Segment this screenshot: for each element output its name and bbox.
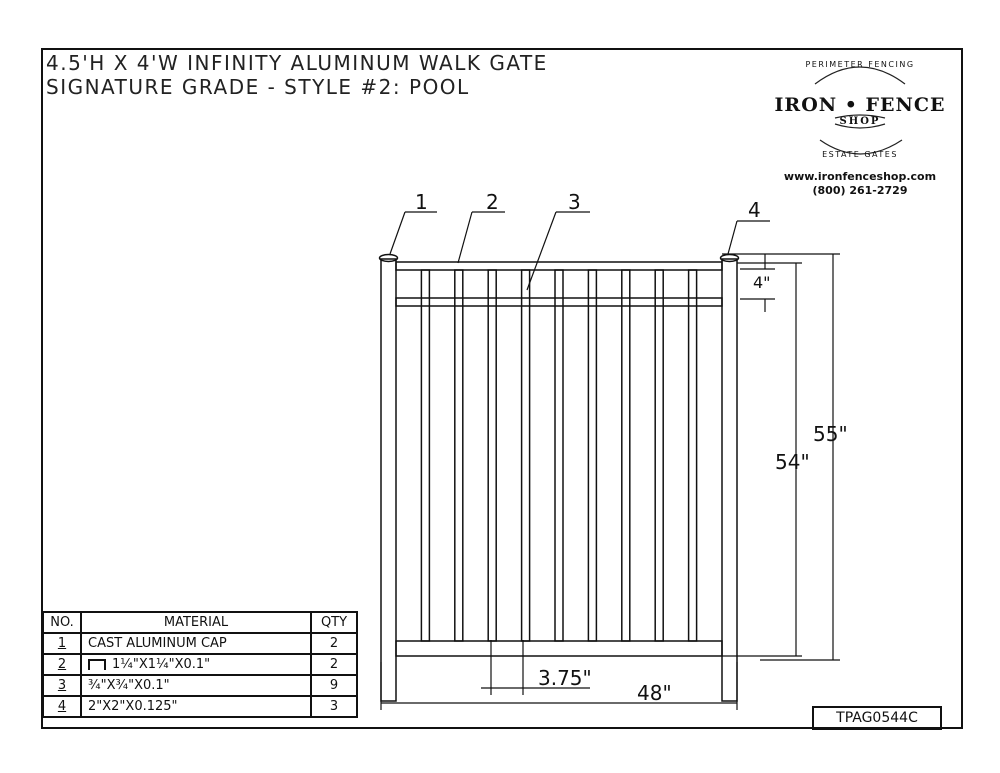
company-phone: (800) 261-2729	[812, 184, 908, 197]
bom-no: 4	[57, 699, 67, 714]
top-rail	[395, 261, 723, 271]
bom-material: ¾"X¾"X0.1"	[80, 674, 312, 697]
bom-header-no: NO.	[42, 611, 82, 634]
bom-material: 2"X2"X0.125"	[80, 695, 312, 718]
picket-group	[420, 269, 698, 642]
drawing-subtitle: SIGNATURE GRADE - STYLE #2: POOL	[46, 75, 470, 99]
left-post-cap	[378, 253, 399, 263]
right-post-cap	[719, 253, 740, 263]
gate-drawing	[378, 253, 740, 702]
bom-no: 2	[57, 657, 67, 672]
bill-of-materials: NO. MATERIAL QTY 1 CAST ALUMINUM CAP 2 2…	[42, 611, 358, 718]
bom-qty: 2	[310, 632, 358, 655]
company-website: www.ironfenceshop.com	[783, 170, 937, 183]
bom-no: 3	[57, 678, 67, 693]
bom-material: 1¼"X1¼"X0.1"	[112, 657, 211, 672]
dimension-lines	[380, 211, 840, 710]
picket	[454, 269, 464, 642]
bom-qty: 3	[310, 695, 358, 718]
picket	[621, 269, 631, 642]
callout-2: 2	[486, 190, 499, 214]
channel-profile-icon	[88, 659, 106, 670]
drawing-title: 4.5'H X 4'W INFINITY ALUMINUM WALK GATE	[46, 51, 548, 75]
bom-header-row: NO. MATERIAL QTY	[42, 611, 358, 634]
logo-shop: SHOP	[839, 116, 881, 127]
callout-1: 1	[415, 190, 428, 214]
callout-3: 3	[568, 190, 581, 214]
logo-tagline-bottom: ESTATE GATES	[822, 150, 898, 159]
company-logo: PERIMETER FENCING IRON • FENCE SHOP ESTA…	[760, 52, 960, 202]
bom-qty: 2	[310, 653, 358, 676]
dim-picket-spacing: 3.75"	[538, 666, 592, 690]
logo-brand: IRON • FENCE	[774, 94, 946, 116]
dim-overall-height: 55"	[813, 422, 848, 446]
picket	[487, 269, 497, 642]
dim-top-spacing: 4"	[753, 273, 771, 292]
bom-no: 1	[57, 636, 67, 651]
bottom-rail	[395, 640, 723, 657]
callout-4: 4	[748, 198, 761, 222]
bom-row: 2 1¼"X1¼"X0.1" 2	[42, 653, 358, 676]
bom-header-material: MATERIAL	[80, 611, 312, 634]
bom-material: CAST ALUMINUM CAP	[80, 632, 312, 655]
dim-frame-height: 54"	[775, 450, 810, 474]
bom-row: 1 CAST ALUMINUM CAP 2	[42, 632, 358, 655]
dim-overall-width: 48"	[637, 681, 672, 705]
picket	[554, 269, 564, 642]
picket	[587, 269, 598, 642]
left-post	[380, 258, 397, 702]
picket	[520, 269, 531, 642]
sheet-border	[41, 48, 963, 729]
bom-header-qty: QTY	[310, 611, 358, 634]
logo-emblem	[814, 66, 906, 155]
picket	[687, 269, 698, 642]
bom-row: 3 ¾"X¾"X0.1" 9	[42, 674, 358, 697]
picket	[654, 269, 664, 642]
part-number: TPAG0544C	[812, 706, 942, 730]
picket	[420, 269, 431, 642]
bom-row: 4 2"X2"X0.125" 3	[42, 695, 358, 718]
upper-rail	[395, 297, 723, 307]
logo-tagline-top: PERIMETER FENCING	[805, 60, 915, 69]
right-post	[721, 258, 738, 702]
bom-qty: 9	[310, 674, 358, 697]
